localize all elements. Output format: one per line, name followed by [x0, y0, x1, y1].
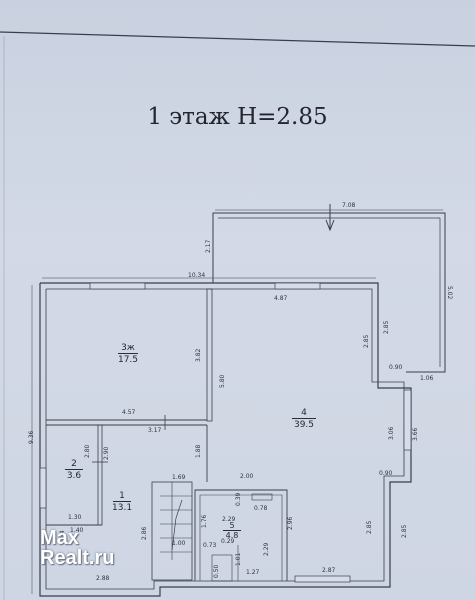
room-2-area: 3.6 [66, 471, 82, 481]
room-4-area: 39.5 [293, 420, 315, 430]
window-4 [39, 467, 47, 509]
window-3 [403, 389, 412, 451]
wall-room5 [194, 489, 288, 581]
dim-039: 0.39 [235, 492, 242, 506]
room-3-area: 17.5 [117, 355, 139, 365]
dim-285b: 2.85 [383, 320, 390, 334]
dim-487: 4.87 [274, 295, 288, 302]
window-2 [274, 282, 321, 290]
room-1-area: 13.1 [112, 503, 133, 513]
floor-title: 1 этаж H=2.85 [147, 104, 328, 130]
dim-306: 3.06 [388, 426, 395, 440]
room-2-divider [65, 469, 83, 471]
dim-280: 2.80 [84, 444, 91, 458]
wall-room5-inner [199, 494, 283, 581]
dim-176: 1.76 [201, 514, 208, 528]
room-3-divider [118, 353, 138, 355]
dim-457: 4.57 [122, 409, 136, 416]
dim-090a: 0.90 [389, 364, 403, 371]
dim-101: 1.01 [235, 552, 242, 566]
bath-fixture [251, 493, 273, 501]
dim-188: 1.88 [195, 444, 202, 458]
wall-room3-right [206, 288, 213, 422]
dim-285a: 2.85 [363, 334, 370, 348]
room-3-number: 3ж [121, 343, 135, 353]
dim-288: 2.88 [96, 575, 110, 582]
dim-285c: 2.85 [366, 520, 373, 534]
dim-106: 1.06 [420, 375, 434, 382]
stairs-arrow [171, 499, 183, 551]
maxrealt-watermark: Max Realt.ru [40, 528, 114, 568]
room-4-number: 4 [301, 408, 307, 418]
room-4-divider [292, 418, 316, 420]
dim-217: 2.17 [205, 239, 212, 253]
dim-029: 0.29 [221, 538, 235, 545]
dim-073: 0.73 [203, 542, 217, 549]
outer-wall-inner [45, 288, 405, 590]
dim-200: 2.00 [240, 473, 254, 480]
watermark-line-2: Realt.ru [40, 547, 115, 569]
terrace-entry-arrowhead [325, 219, 335, 232]
room-2-number: 2 [71, 459, 77, 469]
dim-290: 2.90 [103, 446, 110, 460]
dim-1034: 10.34 [188, 272, 206, 279]
dim-708: 7.08 [342, 202, 356, 209]
dim-090b: 0.90 [379, 470, 393, 477]
dim-229a: 2.29 [222, 516, 236, 523]
watermark-line-1: Max [40, 527, 79, 549]
room-5-area: 4.8 [225, 531, 239, 540]
wall-room2-right [97, 424, 103, 526]
dim-078: 0.78 [254, 505, 268, 512]
dim-169: 1.69 [172, 474, 186, 481]
wall-room5-small [211, 554, 233, 582]
dim-130: 1.30 [68, 514, 82, 521]
dim-936: 9.36 [28, 430, 35, 444]
dim-140: 1.40 [70, 527, 84, 534]
dim-287: 2.87 [322, 567, 336, 574]
window-5 [294, 575, 351, 583]
dim-502: 5.02 [446, 286, 453, 300]
sheet-border-top [0, 31, 475, 47]
dim-100: 1.00 [172, 540, 186, 547]
outer-wall-outer [39, 282, 412, 597]
dim-127: 1.27 [246, 569, 260, 576]
window-1 [89, 282, 146, 290]
dim-296: 2.96 [287, 516, 294, 530]
dim-366: 3.66 [412, 427, 419, 441]
terrace-outline [212, 212, 446, 373]
dim-580: 5.80 [219, 374, 226, 388]
room-1-number: 1 [119, 491, 125, 501]
dim-286: 2.86 [141, 526, 148, 540]
dim-050: 0.50 [213, 564, 220, 578]
dim-229b: 2.29 [263, 542, 270, 556]
room-5-divider [223, 530, 241, 532]
dim-382: 3.82 [195, 348, 202, 362]
dim-285d: 2.85 [401, 524, 408, 538]
room-5-number: 5 [229, 521, 235, 530]
dim-317: 3.17 [148, 427, 162, 434]
room-1-divider [113, 501, 131, 503]
